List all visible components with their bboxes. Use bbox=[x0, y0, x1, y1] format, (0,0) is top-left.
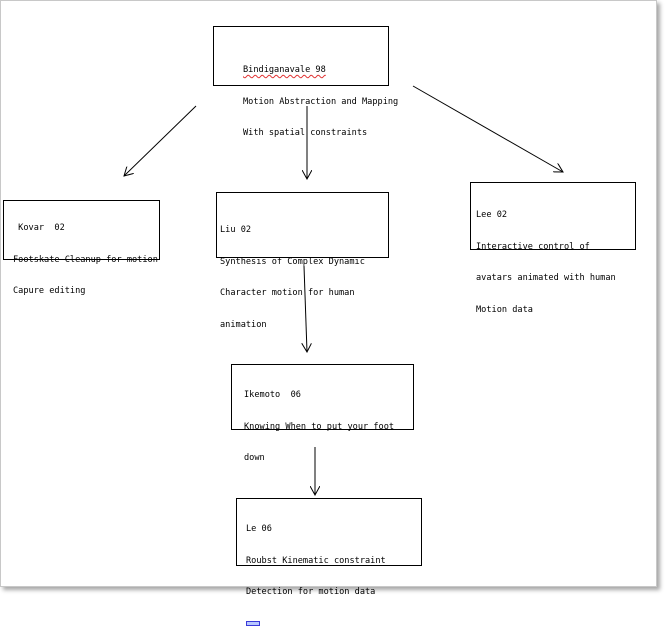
node-le: Le 06 Roubst Kinematic constraint Detect… bbox=[236, 498, 422, 626]
node-ikemoto: Ikemoto 06 Knowing When to put your foot… bbox=[231, 364, 414, 463]
node-lee-title-1: Interactive control of bbox=[476, 241, 590, 252]
node-lee-author: Lee 02 bbox=[476, 210, 508, 220]
node-kovar: Kovar 02 Footskate Cleanup for motion Ca… bbox=[3, 200, 160, 296]
node-liu-title-2: Character motion for human bbox=[220, 288, 355, 298]
node-liu-title-1: Synthesis of Complex Dynamic bbox=[220, 256, 365, 267]
node-liu: Liu 02 Synthesis of Complex Dynamic Char… bbox=[216, 192, 389, 330]
node-kovar-title-1: Footskate Cleanup for motion bbox=[13, 254, 158, 265]
text-cursor bbox=[246, 620, 260, 626]
node-lee-title-2: avatars animated with human bbox=[476, 273, 616, 283]
node-lee: Lee 02 Interactive control of avatars an… bbox=[470, 182, 636, 315]
node-le-title-2: Detection for motion data bbox=[246, 587, 376, 597]
node-le-title-1: Roubst Kinematic constraint bbox=[246, 555, 386, 566]
node-bindiganavale-title-2: With spatial constraints bbox=[243, 128, 368, 138]
node-lee-title-3: Motion data bbox=[476, 304, 533, 315]
node-bindiganavale-title-1: Motion Abstraction and Mapping bbox=[243, 96, 399, 107]
node-bindiganavale-author: Bindiganavale 98 bbox=[243, 65, 326, 75]
node-liu-author: Liu 02 bbox=[220, 225, 252, 235]
node-ikemoto-title-1: Knowing When to put your foot bbox=[244, 421, 395, 432]
node-ikemoto-title-2: down bbox=[244, 453, 265, 463]
node-ikemoto-author: Ikemoto 06 bbox=[244, 390, 301, 400]
node-kovar-title-2: Capure editing bbox=[13, 286, 86, 296]
node-liu-title-3: animation bbox=[220, 319, 267, 330]
node-le-author: Le 06 bbox=[246, 524, 272, 534]
node-kovar-author: Kovar 02 bbox=[13, 223, 65, 233]
node-bindiganavale: Bindiganavale 98 Motion Abstraction and … bbox=[213, 26, 398, 138]
